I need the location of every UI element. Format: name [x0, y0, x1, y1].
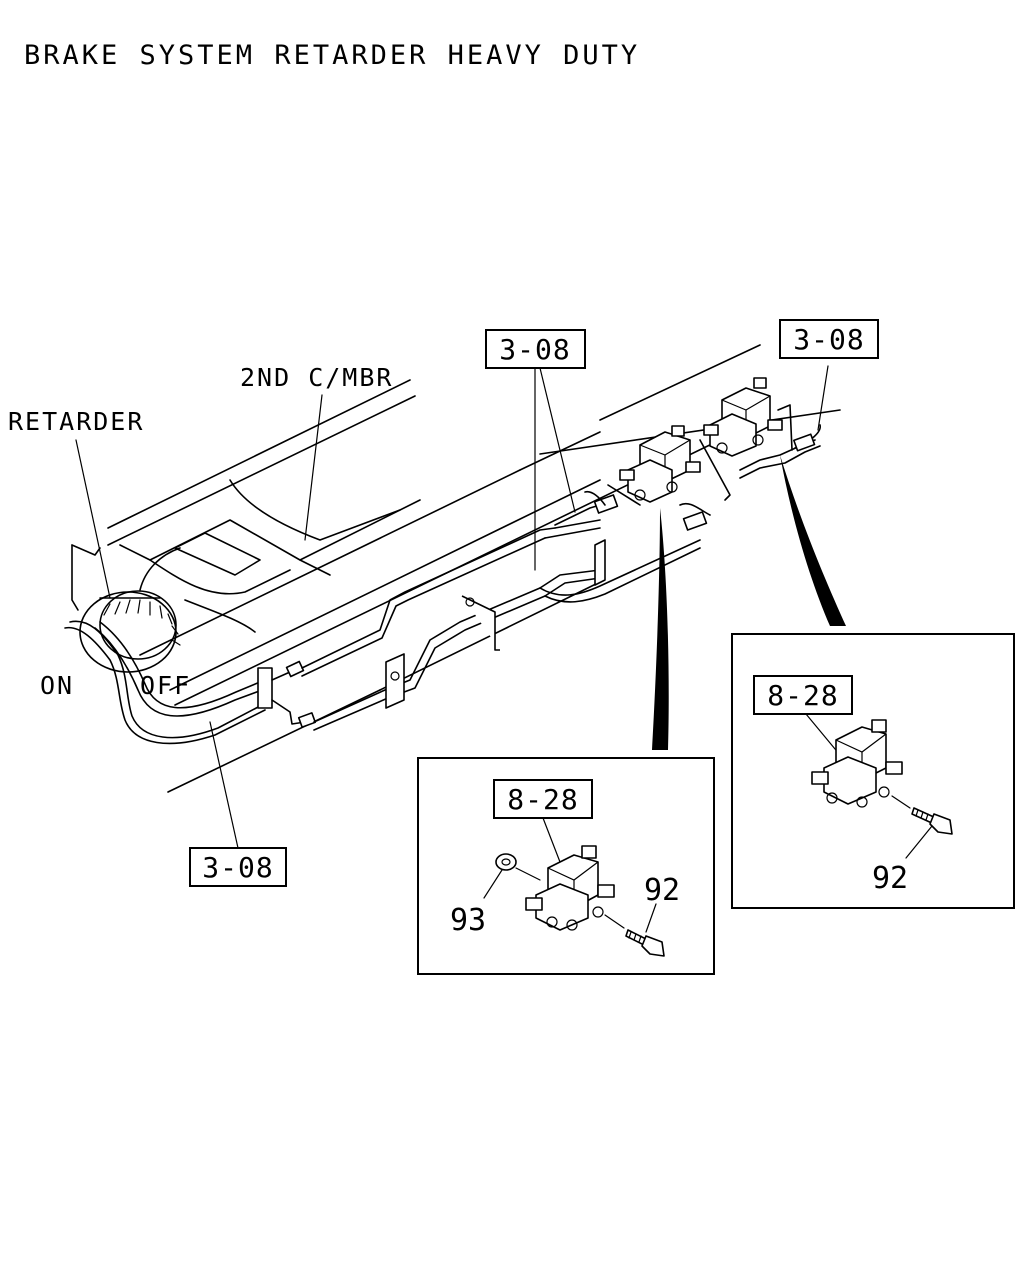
detail-panel-right: 8-28 92 [731, 633, 1015, 909]
detail-panel-left: 8-28 93 92 [417, 757, 715, 975]
valve-pipes [554, 424, 821, 531]
label-on: ON [40, 671, 74, 700]
ref-box-valve-right: 8-28 [767, 679, 838, 712]
retarder-hoses [64, 620, 266, 745]
label-retarder: RETARDER [8, 407, 144, 436]
pointer-right-panel [780, 455, 846, 626]
solenoid-valve-frame-left [619, 425, 701, 503]
label-off: OFF [140, 671, 191, 700]
crossmember [119, 479, 421, 633]
ref-box-valve-left: 8-28 [507, 783, 578, 816]
pipe-brackets [385, 539, 606, 709]
callout-nut-left: 93 [450, 903, 486, 938]
label-crossmember: 2ND C/MBR [240, 363, 393, 392]
callout-bolt-left: 92 [644, 873, 680, 908]
solenoid-valve-frame-right [703, 377, 783, 457]
svg-text:3-08: 3-08 [202, 851, 273, 884]
ref-box-pipe-top-center: 3-08 [485, 329, 586, 369]
brake-pipes [257, 519, 701, 731]
svg-text:3-08: 3-08 [793, 323, 864, 356]
ref-box-pipe-top-right: 3-08 [779, 319, 879, 359]
valve-brackets [607, 404, 793, 506]
diagram-title: BRAKE SYSTEM RETARDER HEAVY DUTY [24, 40, 640, 71]
callout-bolt-right: 92 [872, 861, 908, 896]
svg-text:3-08: 3-08 [499, 333, 570, 366]
retarder-drum [71, 544, 181, 673]
pointer-left-panel [652, 508, 669, 750]
ref-box-pipe-bottom: 3-08 [189, 847, 287, 887]
